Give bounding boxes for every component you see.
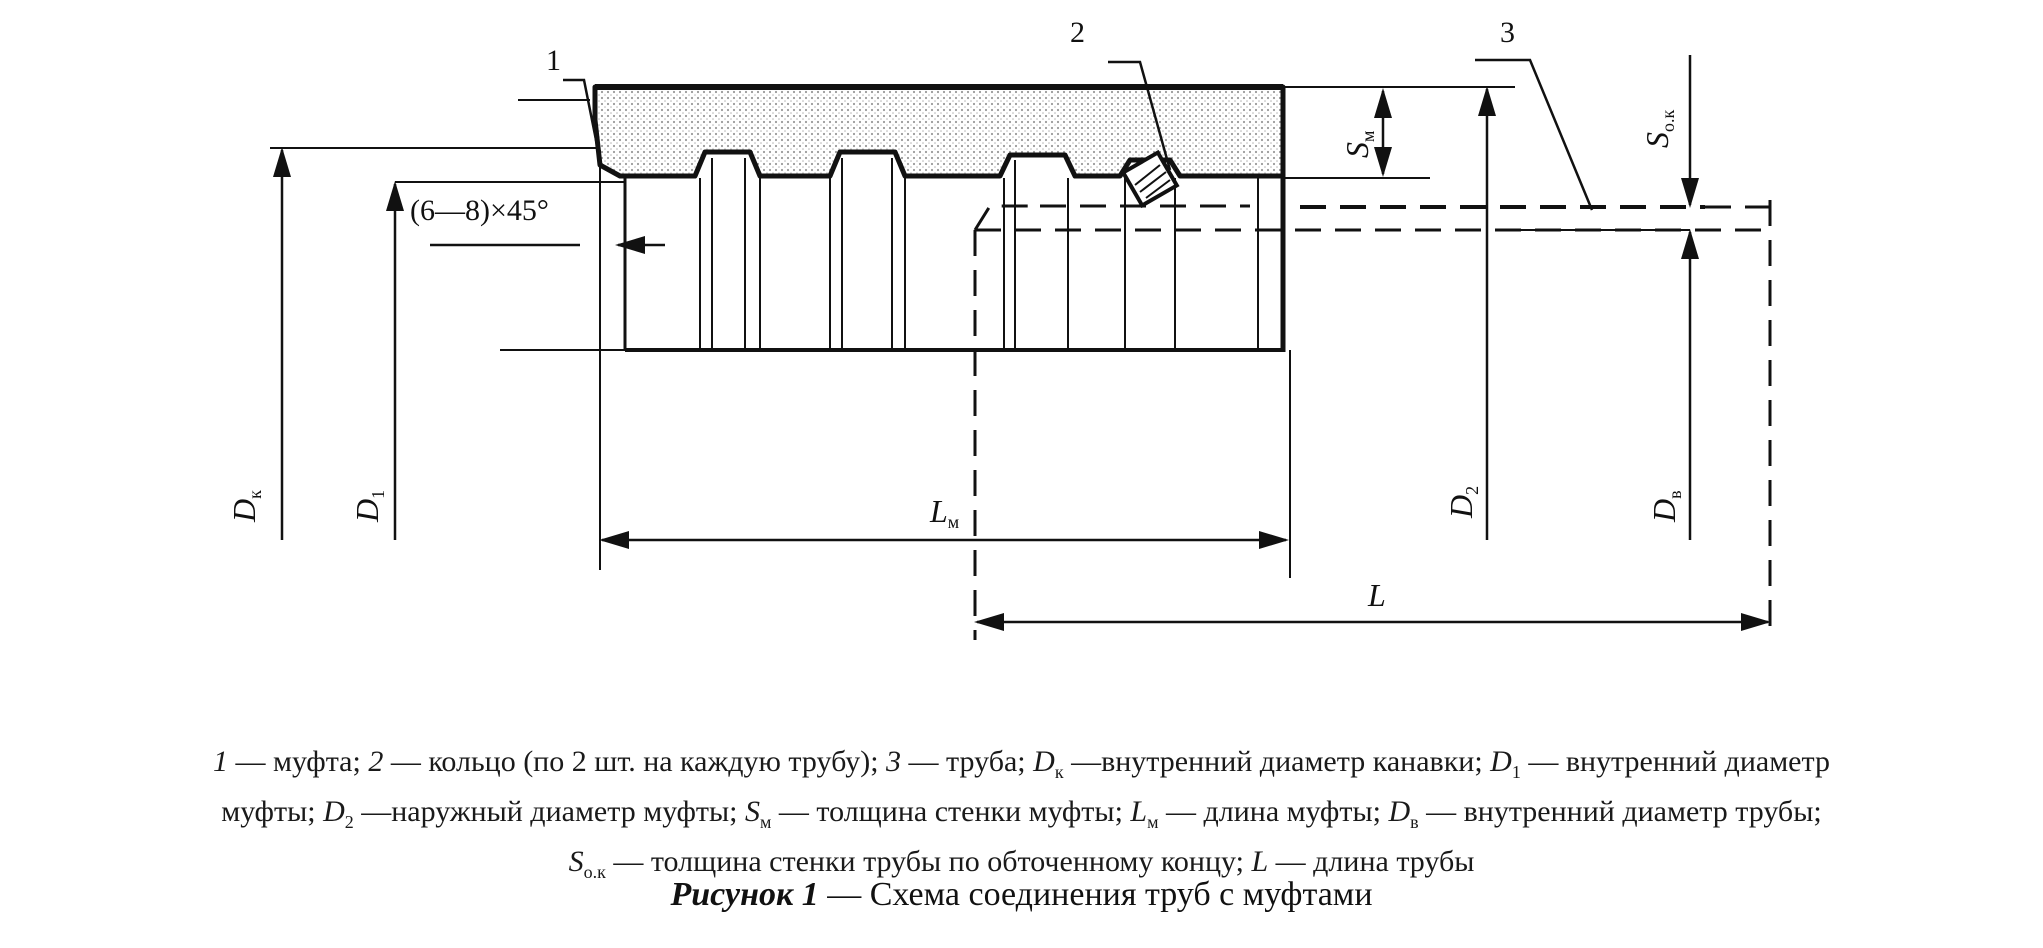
callout-2: 2 xyxy=(1070,16,1085,49)
coupling-wall-section xyxy=(592,84,1286,179)
callout-3: 3 xyxy=(1500,16,1515,49)
callout-1: 1 xyxy=(546,44,561,77)
dim-label-Dk: Dк xyxy=(226,490,265,523)
dim-label-Sm: Sм xyxy=(1339,131,1378,158)
dim-label-D1: D1 xyxy=(349,490,388,523)
chamfer-note: (6—8)×45° xyxy=(410,194,549,227)
figure-title: Рисунок 1 — Схема соединения труб с муфт… xyxy=(0,876,2043,914)
coupling-outline xyxy=(595,84,1286,352)
dim-label-Db: Dв xyxy=(1646,490,1685,523)
dim-label-Lm: Lм xyxy=(929,493,959,532)
figure-text: — Схема соединения труб с муфтами xyxy=(818,876,1373,913)
legend-line-1: 1 — муфта; 2 — кольцо (по 2 шт. на кажду… xyxy=(213,745,1830,782)
pipe-coupling-diagram: 1 2 3 (6—8)×45° Dк D1 D2 Dв Sм Sо.к Lм L xyxy=(226,16,1772,640)
legend-caption: 1 — муфта; 2 — кольцо (по 2 шт. на кажду… xyxy=(0,742,2043,892)
sealing-ring xyxy=(1120,149,1180,209)
extension-lines xyxy=(270,86,1690,578)
leader-lines xyxy=(563,58,1594,211)
dim-label-L: L xyxy=(1367,577,1386,613)
legend-line-3: Sо.к — толщина стенки трубы по обточенно… xyxy=(568,845,1475,882)
figure-label: Рисунок 1 xyxy=(670,876,819,913)
dimension-lines xyxy=(273,55,1771,631)
dim-label-D2: D2 xyxy=(1443,486,1482,519)
legend-line-2: муфты; D2 —наружный диаметр муфты; Sм — … xyxy=(221,795,1822,832)
pipe-outline xyxy=(973,200,1772,640)
dim-label-Sok: Sо.к xyxy=(1639,110,1678,149)
